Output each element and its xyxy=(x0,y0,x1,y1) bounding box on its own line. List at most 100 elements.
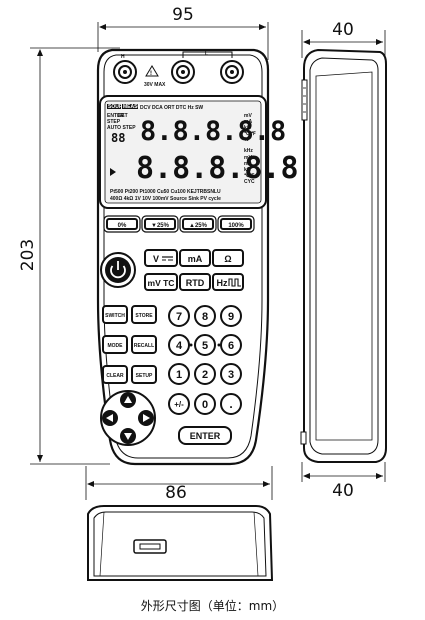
power-icon xyxy=(110,265,126,279)
key-1[interactable] xyxy=(168,363,190,385)
key-switch[interactable] xyxy=(102,305,128,324)
lcd-main-digits: 8.8.8.8.8 xyxy=(140,116,286,147)
key-clear[interactable] xyxy=(102,365,128,384)
lcd-sub-digits: 88 xyxy=(111,131,125,145)
lcd-set-label: SET xyxy=(118,113,128,119)
key-100-percent[interactable] xyxy=(220,218,252,230)
svg-text:CYC: CYC xyxy=(244,179,255,185)
svg-text:.: . xyxy=(229,397,232,411)
number-keypad: 7 8 9 4 5 6 1 2 3 +/- 0 . xyxy=(168,305,242,415)
key-3[interactable] xyxy=(220,363,242,385)
key-mode[interactable] xyxy=(102,335,128,354)
svg-text:3: 3 xyxy=(228,369,234,381)
warning-triangle-icon xyxy=(145,65,159,77)
svg-text:1: 1 xyxy=(176,369,182,381)
svg-text:MODE: MODE xyxy=(108,343,124,349)
svg-text:0: 0 xyxy=(202,399,208,411)
key-0-percent[interactable] xyxy=(106,218,138,230)
arrow-left-icon xyxy=(106,414,113,422)
dim-203-label: 203 xyxy=(18,239,38,271)
svg-text:mV TC: mV TC xyxy=(148,278,175,288)
function-keys: V mA Ω mV TC RTD Hz xyxy=(144,249,244,291)
key-mv-tc[interactable] xyxy=(144,273,178,291)
arrow-right-icon xyxy=(143,414,150,422)
key-4[interactable] xyxy=(168,334,190,356)
arrow-up-icon xyxy=(124,396,132,403)
lcd-measure-label: MEASURE xyxy=(123,104,149,110)
key-recall[interactable] xyxy=(131,335,157,354)
svg-text:kΩ: kΩ xyxy=(244,125,251,131)
dimension-side-top: 40 xyxy=(301,20,386,58)
key-ma[interactable] xyxy=(179,249,211,267)
svg-text:℃: ℃ xyxy=(244,130,250,137)
svg-text:RECALL: RECALL xyxy=(134,343,154,349)
svg-text:SETUP: SETUP xyxy=(136,373,153,379)
svg-text:CLEAR: CLEAR xyxy=(106,373,124,379)
terminal-h-jack xyxy=(113,60,137,84)
svg-text:SWITCH: SWITCH xyxy=(105,313,125,319)
terminal-l2-jack xyxy=(220,60,244,84)
svg-text:!: ! xyxy=(150,71,152,77)
lcd-bottom-row-1: Pt500 Pt200 Pt1000 Cu50 Cu100 KEJTRBSNLU xyxy=(110,189,221,195)
key-6[interactable] xyxy=(220,334,242,356)
dim-40-top-label: 40 xyxy=(332,20,354,40)
key-voltage[interactable] xyxy=(144,249,178,267)
key-rtd[interactable] xyxy=(179,273,211,291)
svg-text:▲25%: ▲25% xyxy=(189,223,208,229)
dimension-side-bottom: 40 xyxy=(301,462,386,501)
key-down-25-percent[interactable] xyxy=(144,218,176,230)
svg-text:0%: 0% xyxy=(118,223,127,229)
svg-text:Hz: Hz xyxy=(217,278,228,288)
svg-text:8: 8 xyxy=(202,311,208,323)
svg-text:▼25%: ▼25% xyxy=(151,223,170,229)
key-store[interactable] xyxy=(131,305,157,324)
enter-button-label: ENTER xyxy=(190,431,221,441)
svg-text:kHz: kHz xyxy=(244,148,253,154)
warning-voltage-label: 30V MAX xyxy=(144,82,166,88)
key-8[interactable] xyxy=(194,305,216,327)
key-decimal[interactable] xyxy=(220,393,242,415)
dimension-width-front: 95 xyxy=(97,5,269,60)
key-0[interactable] xyxy=(194,393,216,415)
key-setup[interactable] xyxy=(131,365,157,384)
lcd-play-icon xyxy=(110,168,116,176)
terminal-l1-jack xyxy=(171,60,195,84)
key-5[interactable] xyxy=(194,334,216,356)
key-up-25-percent[interactable] xyxy=(182,218,214,230)
direction-pad xyxy=(100,390,156,446)
svg-text:RTD: RTD xyxy=(186,278,205,288)
svg-text:mA: mA xyxy=(188,254,203,264)
dim-40-bottom-label: 40 xyxy=(332,481,354,501)
dim-95-label: 95 xyxy=(172,5,194,25)
svg-text:6: 6 xyxy=(228,340,234,352)
key-9[interactable] xyxy=(220,305,242,327)
svg-text:%: % xyxy=(244,137,249,143)
enter-button[interactable] xyxy=(178,426,232,445)
side-keys: SWITCH STORE MODE RECALL CLEAR SETUP xyxy=(102,305,157,384)
terminal-l-label: L xyxy=(205,51,208,57)
key-2[interactable] xyxy=(194,363,216,385)
lcd-enter-label: ENTER xyxy=(107,113,124,119)
svg-text:Ω: Ω xyxy=(224,254,231,264)
key-plus-minus[interactable] xyxy=(168,393,190,415)
power-button[interactable] xyxy=(100,252,136,288)
svg-text:2: 2 xyxy=(202,369,208,381)
svg-text:kΩ: kΩ xyxy=(244,167,251,173)
lcd-mode-row: DCV DCA ORT DTC Hz SW xyxy=(140,105,203,111)
svg-text:9: 9 xyxy=(228,311,234,323)
bottom-view xyxy=(87,505,274,581)
lcd-step-label: STEP xyxy=(107,119,121,125)
lcd-secondary-digits: 8.8.8.8.8 xyxy=(136,151,299,186)
svg-text:℃℉: ℃℉ xyxy=(244,172,255,179)
key-7[interactable] xyxy=(168,305,190,327)
svg-text:mV: mV xyxy=(244,155,252,161)
lcd-units-bottom: kHz mV mA kΩ ℃℉ CYC xyxy=(244,148,255,185)
lcd-source-label: SOURCE xyxy=(108,104,130,110)
key-ohm[interactable] xyxy=(212,249,244,267)
terminal-h-label: H xyxy=(121,54,125,60)
svg-text:mA: mA xyxy=(244,119,252,125)
svg-text:℉: ℉ xyxy=(251,130,256,137)
svg-text:mA: mA xyxy=(244,161,252,167)
svg-text:5: 5 xyxy=(202,340,208,352)
